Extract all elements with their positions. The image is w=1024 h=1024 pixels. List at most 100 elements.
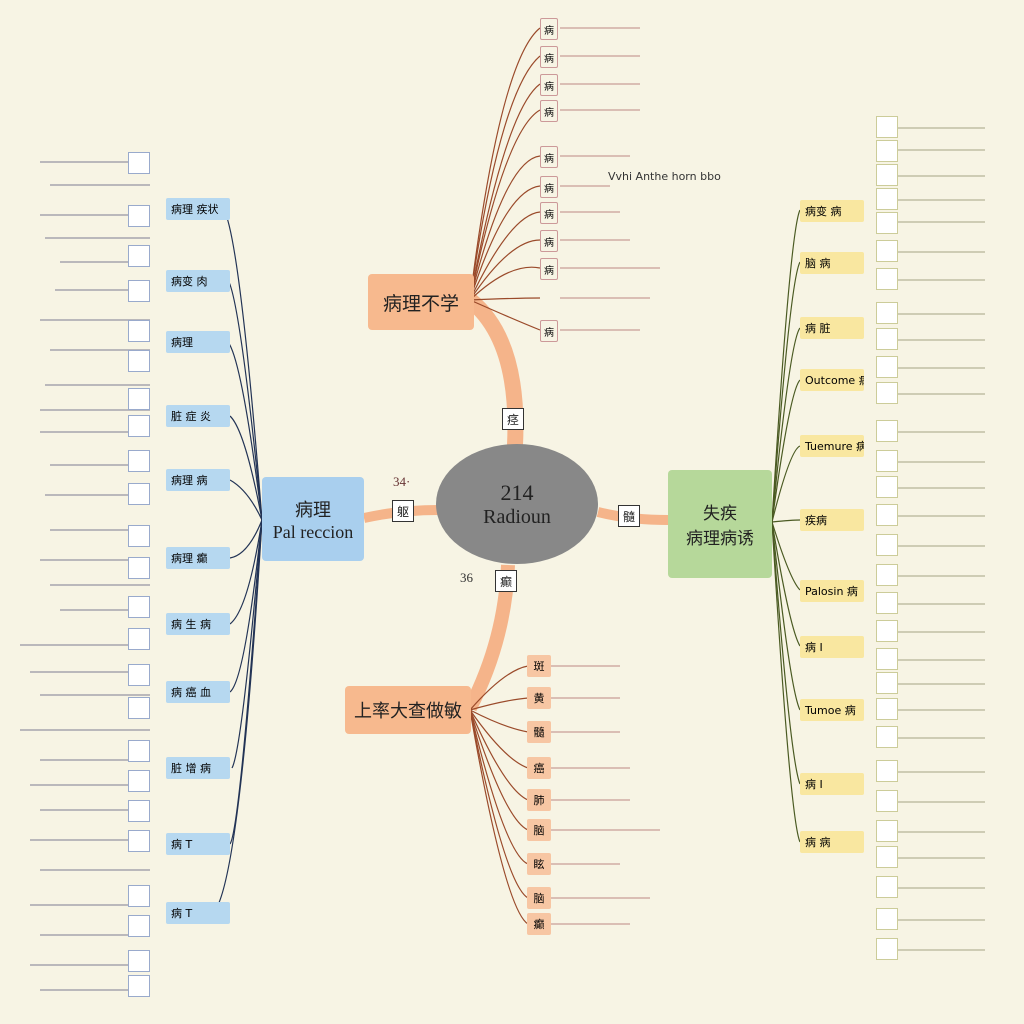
branch-left-line1: 病理 (295, 499, 331, 520)
thumbnail-icon (128, 885, 150, 907)
right-tag-4[interactable]: Outcome 病 (800, 369, 864, 391)
top-tag-8[interactable]: 病 (540, 230, 558, 252)
top-tag-9[interactable]: 病 (540, 258, 558, 280)
thumbnail-icon (876, 908, 898, 930)
thumbnail-icon (876, 450, 898, 472)
top-tag-6[interactable]: 病 (540, 176, 558, 198)
thumbnail-icon (128, 152, 150, 174)
thumbnail-icon (876, 564, 898, 586)
right-tag-9[interactable]: Tumoe 病 (800, 699, 864, 721)
thumbnail-icon (876, 420, 898, 442)
thumbnail-icon (128, 697, 150, 719)
thumbnail-icon (876, 504, 898, 526)
thumbnail-icon (876, 876, 898, 898)
left-tag-7[interactable]: 病 生 病 (166, 613, 230, 635)
bottom-tag-3[interactable]: 髓 (527, 721, 551, 743)
top-annotation: Vvhi Anthe horn bbo (608, 170, 721, 183)
left-tag-5[interactable]: 病理 病 (166, 469, 230, 491)
bottom-tag-7[interactable]: 眩 (527, 853, 551, 875)
connector-icon-top: 痉 (502, 408, 524, 430)
thumbnail-icon (876, 240, 898, 262)
thumbnail-icon (876, 534, 898, 556)
left-tag-8[interactable]: 病 癌 血 (166, 681, 230, 703)
central-label: Radioun (483, 505, 551, 528)
thumbnail-icon (876, 592, 898, 614)
bottom-tag-9[interactable]: 癫 (527, 913, 551, 935)
right-tag-8[interactable]: 病 I (800, 636, 864, 658)
bottom-tag-8[interactable]: 脑 (527, 887, 551, 909)
left-tag-1[interactable]: 病理 疾状 (166, 198, 230, 220)
bottom-tag-2[interactable]: 黄 (527, 687, 551, 709)
thumbnail-icon (128, 975, 150, 997)
thumbnail-icon (876, 820, 898, 842)
thumbnail-icon (876, 938, 898, 960)
thumbnail-icon (128, 830, 150, 852)
thumbnail-icon (128, 205, 150, 227)
left-tag-11[interactable]: 病 T (166, 902, 230, 924)
left-tag-4[interactable]: 脏 症 炎 (166, 405, 230, 427)
right-tag-3[interactable]: 病 脏 (800, 317, 864, 339)
thumbnail-icon (876, 698, 898, 720)
thumbnail-icon (876, 846, 898, 868)
thumbnail-icon (876, 268, 898, 290)
thumbnail-icon (876, 328, 898, 350)
thumbnail-icon (128, 245, 150, 267)
branch-left-line2: Pal reccion (272, 521, 354, 542)
branch-top[interactable]: 病理不学 (368, 274, 474, 330)
right-tag-7[interactable]: Palosin 病 (800, 580, 864, 602)
thumbnail-icon (876, 356, 898, 378)
thumbnail-icon (128, 483, 150, 505)
left-tag-2[interactable]: 病变 肉 (166, 270, 230, 292)
connector-icon-bottom: 癫 (495, 570, 517, 592)
thumbnail-icon (128, 915, 150, 937)
top-tag-2[interactable]: 病 (540, 46, 558, 68)
right-tag-10[interactable]: 病 I (800, 773, 864, 795)
thumbnail-icon (128, 525, 150, 547)
top-tag-10[interactable]: 病 (540, 320, 558, 342)
thumbnail-icon (876, 116, 898, 138)
branch-left[interactable]: 病理 Pal reccion (262, 477, 364, 561)
thumbnail-icon (876, 648, 898, 670)
thumbnail-icon (128, 388, 150, 410)
thumbnail-icon (128, 770, 150, 792)
top-tag-7[interactable]: 病 (540, 202, 558, 224)
bottom-tag-5[interactable]: 肺 (527, 789, 551, 811)
central-node[interactable]: 214 Radioun (436, 444, 598, 564)
top-tag-5[interactable]: 病 (540, 146, 558, 168)
thumbnail-icon (128, 350, 150, 372)
left-connector-number: 34· (393, 474, 411, 489)
right-tag-1[interactable]: 病变 病 (800, 200, 864, 222)
bottom-tag-6[interactable]: 脑 (527, 819, 551, 841)
thumbnail-icon (128, 280, 150, 302)
thumbnail-icon (876, 188, 898, 210)
bottom-tag-4[interactable]: 癌 (527, 757, 551, 779)
thumbnail-icon (128, 664, 150, 686)
bottom-tag-1[interactable]: 斑 (527, 655, 551, 677)
thumbnail-icon (128, 596, 150, 618)
right-tag-2[interactable]: 脑 病 (800, 252, 864, 274)
right-tag-6[interactable]: 疾病 (800, 509, 864, 531)
top-tag-3[interactable]: 病 (540, 74, 558, 96)
right-tag-5[interactable]: Tuemure 病 (800, 435, 864, 457)
thumbnail-icon (876, 620, 898, 642)
branch-right[interactable]: 失疾 病理病诱 (668, 470, 772, 578)
right-tag-11[interactable]: 病 病 (800, 831, 864, 853)
thumbnail-icon (876, 726, 898, 748)
branch-bottom[interactable]: 上率大查做敏 (345, 686, 471, 734)
thumbnail-icon (876, 164, 898, 186)
left-tag-9[interactable]: 脏 增 病 (166, 757, 230, 779)
thumbnail-icon (128, 950, 150, 972)
top-tag-1[interactable]: 病 (540, 18, 558, 40)
thumbnail-icon (876, 212, 898, 234)
left-tag-10[interactable]: 病 T (166, 833, 230, 855)
left-tag-6[interactable]: 病理 癫 (166, 547, 230, 569)
thumbnail-icon (128, 628, 150, 650)
thumbnail-icon (876, 382, 898, 404)
branch-right-line1: 失疾 (703, 504, 737, 524)
left-tag-3[interactable]: 病理 (166, 331, 230, 353)
central-number: 214 (500, 479, 534, 505)
top-tag-4[interactable]: 病 (540, 100, 558, 122)
thumbnail-icon (876, 140, 898, 162)
thumbnail-icon (128, 557, 150, 579)
